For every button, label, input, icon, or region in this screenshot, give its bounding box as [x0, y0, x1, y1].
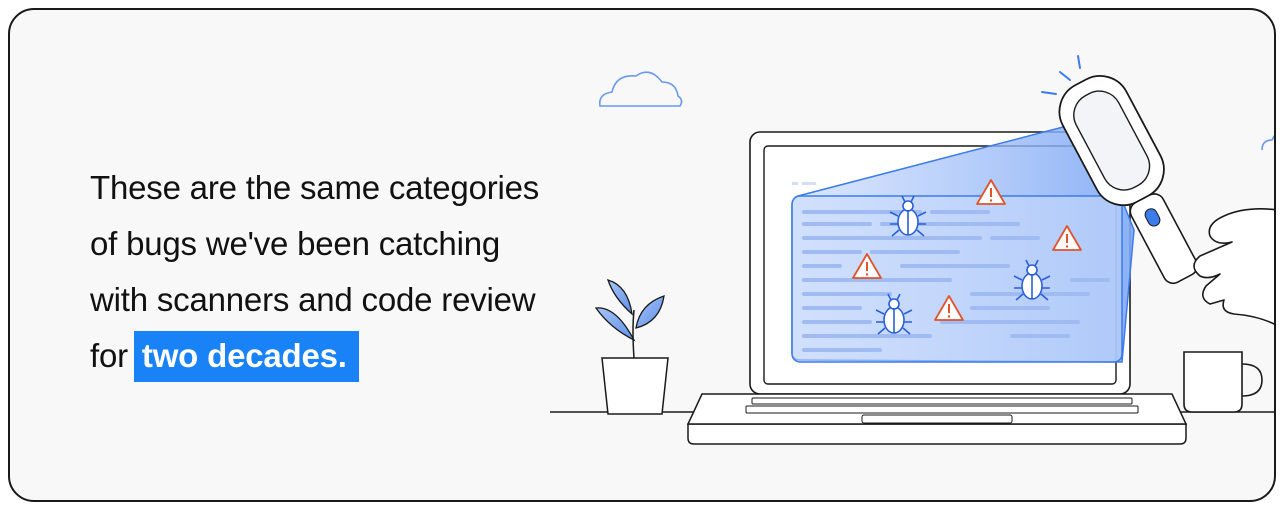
headline-line-1: These are the same categories — [90, 169, 540, 206]
headline-line-3: with scanners and code review — [90, 281, 536, 318]
plant-icon — [594, 279, 669, 415]
banner-card: These are the same categories of bugs we… — [8, 8, 1276, 502]
mug-icon — [1183, 351, 1263, 413]
warning-icon — [976, 179, 1006, 205]
scanner-illustration — [550, 55, 1274, 445]
bug-icon — [875, 293, 913, 335]
scanner-icon — [1041, 55, 1199, 285]
bug-icon — [1013, 259, 1051, 301]
warning-icon — [1052, 225, 1082, 251]
warning-icon — [852, 253, 882, 279]
headline-highlight: two decades. — [133, 331, 359, 382]
bug-icon — [889, 195, 927, 237]
headline-line-2: of bugs we've been catching — [90, 225, 501, 262]
headline-line-4-text: for — [90, 337, 128, 374]
headline: These are the same categories of bugs we… — [90, 160, 610, 384]
cloud-icon-small — [1261, 135, 1274, 151]
scan-panel — [791, 119, 1135, 363]
hand-icon — [1193, 208, 1274, 325]
warning-icon — [934, 295, 964, 321]
cloud-icon — [598, 71, 683, 107]
